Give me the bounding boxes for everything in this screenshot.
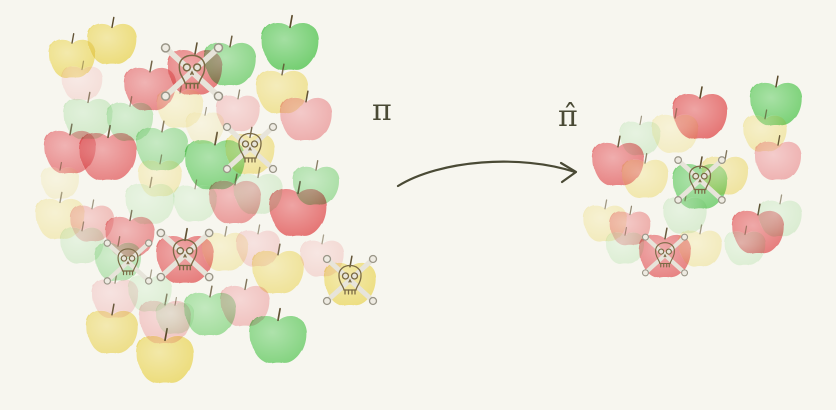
skull-and-crossbones-icon (641, 233, 689, 277)
apple-icon (41, 161, 79, 199)
skull-and-crossbones-icon (674, 156, 726, 204)
apple-icon (61, 60, 103, 101)
apple-icon (652, 108, 698, 153)
apple-icon (186, 106, 224, 144)
apple-icon (63, 91, 113, 140)
apple-icon (128, 269, 172, 312)
apple-icon (293, 160, 339, 205)
apple-icon (743, 109, 787, 152)
population-symbol: π (372, 93, 392, 128)
apple-icon (622, 153, 668, 198)
skull-and-crossbones-icon (103, 239, 153, 285)
skull-and-crossbones-icon (160, 43, 224, 101)
apple-icon (233, 166, 283, 215)
apple-icon (216, 89, 260, 132)
apple-icon (220, 278, 270, 327)
apple-icon (60, 221, 104, 264)
apple-icon (750, 75, 802, 126)
apple-icon (136, 327, 194, 384)
apple-icon (755, 135, 801, 180)
apple-icon (136, 120, 188, 171)
apple-icon (663, 191, 707, 234)
apple-icon (173, 179, 217, 222)
apple-icon (758, 194, 802, 237)
apple-icon (252, 243, 304, 294)
apple-icon (249, 307, 307, 364)
apple-icon (92, 273, 138, 318)
apple-icon (125, 176, 175, 225)
apple-icon (724, 225, 766, 266)
apple-icon (86, 303, 138, 354)
skull-and-crossbones-icon (322, 254, 378, 306)
curved-arrow-icon (396, 160, 578, 188)
sample-apple-cluster (583, 75, 802, 278)
apple-icon (156, 296, 194, 334)
skull-and-crossbones-icon (156, 228, 214, 282)
apple-icon (606, 226, 644, 264)
apple-icon (87, 16, 137, 65)
population-apple-cluster (35, 14, 378, 384)
apple-icon (261, 14, 319, 71)
apple-icon (204, 35, 256, 86)
sample-symbol: π̂ (558, 99, 578, 134)
apple-icon (678, 224, 722, 267)
apple-icon (225, 126, 275, 175)
apple-icon (79, 124, 137, 181)
skull-and-crossbones-icon (222, 122, 278, 174)
apple-icon (280, 90, 332, 141)
